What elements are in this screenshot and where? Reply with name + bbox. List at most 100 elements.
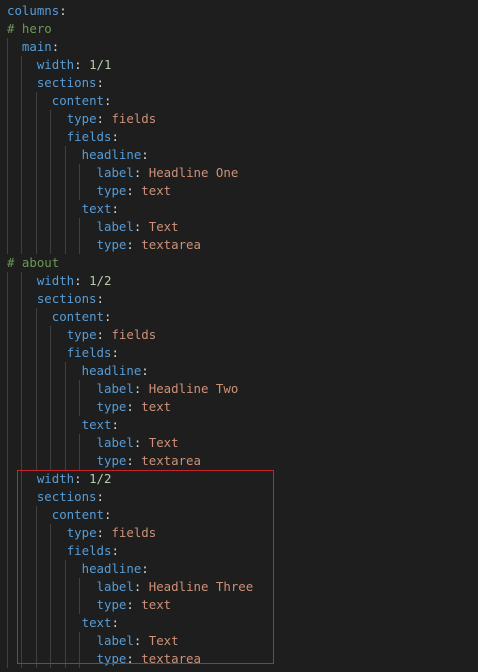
indent-guide <box>35 524 37 542</box>
code-line[interactable]: text: <box>7 200 478 218</box>
indent-guide <box>50 362 52 380</box>
indent-space <box>7 147 82 162</box>
code-line[interactable]: type: fields <box>7 326 478 344</box>
code-token: : <box>96 291 104 306</box>
indent-guide <box>64 650 66 668</box>
code-line[interactable]: text: <box>7 614 478 632</box>
code-line[interactable]: type: fields <box>7 524 478 542</box>
code-line[interactable]: label: Text <box>7 632 478 650</box>
indent-guide <box>64 452 66 470</box>
indent-guide <box>21 182 23 200</box>
indent-guide <box>79 218 80 236</box>
code-line[interactable]: label: Headline Three <box>7 578 478 596</box>
code-token: : <box>103 309 112 324</box>
code-line[interactable]: type: text <box>7 398 478 416</box>
code-line[interactable]: label: Headline Two <box>7 380 478 398</box>
code-line[interactable]: content: <box>7 308 478 326</box>
code-token: 1/2 <box>89 273 112 288</box>
code-line[interactable]: type: textarea <box>7 452 478 470</box>
code-token: Text <box>148 219 179 234</box>
code-token: Text <box>148 435 179 450</box>
indent-space <box>7 615 82 630</box>
code-token: textarea <box>141 237 201 252</box>
indent-guide <box>64 164 66 182</box>
indent-space <box>7 417 82 432</box>
indent-guide <box>21 308 23 326</box>
code-token: width <box>36 57 75 72</box>
code-token: content <box>51 309 104 324</box>
code-line[interactable]: main: <box>7 38 478 56</box>
indent-guide <box>7 506 8 524</box>
indent-guide <box>64 434 66 452</box>
indent-guide <box>79 236 80 254</box>
indent-guide <box>50 614 52 632</box>
code-token: sections <box>36 291 97 306</box>
code-token: type <box>66 111 97 126</box>
indent-guide <box>79 380 80 398</box>
code-line[interactable]: sections: <box>7 290 478 308</box>
indent-space <box>7 363 82 378</box>
code-line[interactable]: width: 1/1 <box>7 56 478 74</box>
indent-guide <box>64 614 66 632</box>
code-token: # hero <box>7 21 52 36</box>
code-token: : <box>126 183 142 198</box>
indent-guide <box>79 164 80 182</box>
code-line[interactable]: headline: <box>7 146 478 164</box>
indent-guide <box>7 164 8 182</box>
indent-guide <box>50 110 52 128</box>
code-line[interactable]: columns: <box>7 2 478 20</box>
indent-guide <box>7 344 8 362</box>
code-line[interactable]: type: textarea <box>7 650 478 668</box>
indent-guide <box>21 452 23 470</box>
indent-space <box>7 39 22 54</box>
code-line[interactable]: type: text <box>7 596 478 614</box>
indent-space <box>7 525 67 540</box>
indent-guide <box>50 524 52 542</box>
code-token: fields <box>111 111 157 126</box>
code-line[interactable]: label: Text <box>7 218 478 236</box>
code-line[interactable]: type: text <box>7 182 478 200</box>
code-line[interactable]: fields: <box>7 128 478 146</box>
indent-guide <box>7 470 8 488</box>
code-line[interactable]: fields: <box>7 344 478 362</box>
code-token: fields <box>66 543 112 558</box>
code-token: text <box>141 597 172 612</box>
code-token: label <box>96 219 134 234</box>
indent-guide <box>35 452 37 470</box>
indent-guide <box>21 128 23 146</box>
code-token: type <box>66 525 97 540</box>
code-line[interactable]: sections: <box>7 74 478 92</box>
indent-guide <box>7 38 8 56</box>
code-line[interactable]: type: textarea <box>7 236 478 254</box>
indent-guide <box>50 416 52 434</box>
indent-guide <box>7 524 8 542</box>
code-token: : <box>96 327 112 342</box>
code-token: : <box>96 75 104 90</box>
code-line[interactable]: # hero <box>7 20 478 38</box>
code-token: : <box>126 399 142 414</box>
code-line[interactable]: type: fields <box>7 110 478 128</box>
code-token: text <box>141 183 172 198</box>
code-line[interactable]: # about <box>7 254 478 272</box>
indent-guide <box>21 164 23 182</box>
code-token: : <box>133 381 149 396</box>
code-line[interactable]: sections: <box>7 488 478 506</box>
indent-guide <box>35 344 37 362</box>
code-line[interactable]: label: Text <box>7 434 478 452</box>
code-line[interactable]: width: 1/2 <box>7 470 478 488</box>
code-token: type <box>96 183 127 198</box>
code-line[interactable]: headline: <box>7 560 478 578</box>
code-token: : <box>74 471 90 486</box>
code-line[interactable]: content: <box>7 92 478 110</box>
indent-guide <box>7 434 8 452</box>
code-line[interactable]: label: Headline One <box>7 164 478 182</box>
code-line[interactable]: content: <box>7 506 478 524</box>
code-line[interactable]: headline: <box>7 362 478 380</box>
code-line[interactable]: fields: <box>7 542 478 560</box>
code-line[interactable]: width: 1/2 <box>7 272 478 290</box>
indent-guide <box>79 182 80 200</box>
code-token: type <box>96 237 127 252</box>
indent-guide <box>35 362 37 380</box>
code-line[interactable]: text: <box>7 416 478 434</box>
